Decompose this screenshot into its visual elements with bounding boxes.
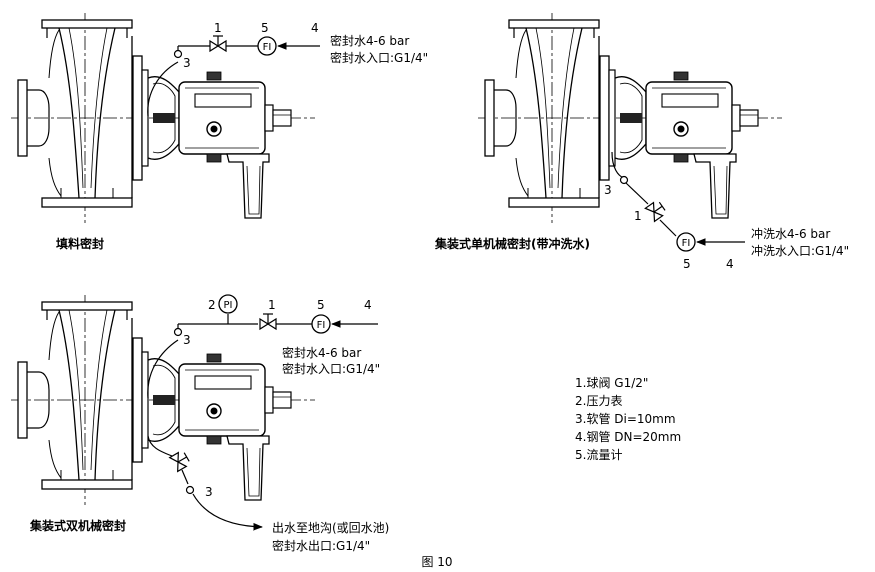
callout-valve: 1 [268,298,276,312]
callout-hose: 3 [183,56,191,70]
figure-label: 图 10 [421,555,452,569]
callout-hose-bottom: 3 [205,485,213,499]
flow-indicator-circle [676,232,696,252]
pump-diagram-double-mechanical-seal: PI FI 2 1 5 4 3 密封水4-6 bar 密封水入口:G1/4" 3… [10,294,389,553]
note-outlet: 出水至地沟(或回水池) [272,521,389,535]
legend-item-hose: 3.软管 Di=10mm [575,411,676,426]
callout-hose-top: 3 [183,333,191,347]
legend-item-ball-valve: 1.球阀 G1/2" [575,376,648,390]
note-pressure: 密封水4-6 bar [282,345,361,360]
diagram-caption: 填料密封 [56,236,104,251]
flow-indicator-label: FI [682,238,691,249]
callout-flowmeter: 5 [261,21,269,35]
callout-flowmeter: 5 [317,298,325,312]
note-inlet: 密封水入口:G1/4" [282,361,380,376]
callout-inlet: 4 [726,257,734,271]
flow-indicator-circle [311,314,331,334]
flow-indicator-label: FI [263,42,272,53]
note-pressure: 密封水4-6 bar [330,33,409,48]
pressure-indicator-circle [218,294,238,314]
note-outlet-size: 密封水出口:G1/4" [272,538,370,553]
pump-diagram-packing-seal: FI 1 5 4 3 密封水4-6 bar 密封水入口:G1/4" 填料密封 [10,12,428,251]
callout-flowmeter: 5 [683,257,691,271]
callout-gauge: 2 [208,298,216,312]
pressure-indicator-label: PI [224,300,233,311]
legend-item-steel-pipe: 4.钢管 DN=20mm [575,429,681,444]
flow-indicator-circle [257,36,277,56]
diagram-caption: 集装式单机械密封(带冲洗水) [434,236,590,251]
diagram-caption: 集装式双机械密封 [29,518,126,533]
callout-valve: 1 [634,209,642,223]
flush-water-line [611,151,745,252]
seal-water-outlet-line [147,435,263,531]
note-inlet: 冲洗水入口:G1/4" [751,243,849,258]
legend-item-pressure-gauge: 2.压力表 [575,394,622,408]
callout-valve: 1 [214,21,222,35]
callout-inlet: 4 [311,21,319,35]
callout-inlet: 4 [364,298,372,312]
legend: 1.球阀 G1/2" 2.压力表 3.软管 Di=10mm 4.钢管 DN=20… [575,376,681,462]
note-pressure: 冲洗水4-6 bar [751,226,830,241]
note-inlet: 密封水入口:G1/4" [330,50,428,65]
legend-item-flowmeter: 5.流量计 [575,448,622,462]
seal-water-line [147,35,320,117]
seal-water-inlet-line [147,294,378,399]
pump-diagram-single-mechanical-seal: FI 3 1 5 4 冲洗水4-6 bar 冲洗水入口:G1/4" 集装式单机械… [434,12,849,271]
flow-indicator-label: FI [317,320,326,331]
callout-hose: 3 [604,183,612,197]
